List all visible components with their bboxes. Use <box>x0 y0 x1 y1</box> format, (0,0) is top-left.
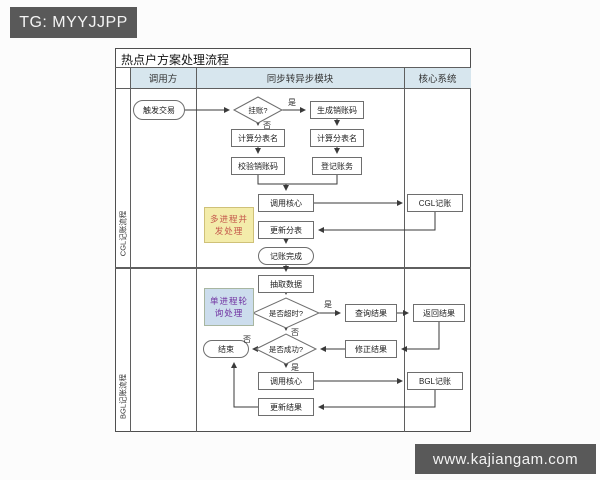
edge-label-no-timeout: 否 <box>291 328 299 337</box>
node-calc-subtable-right: 计算分表名 <box>310 129 364 147</box>
node-fix-result: 修正结果 <box>345 340 397 358</box>
node-trigger-transaction: 触发交易 <box>133 100 185 120</box>
column-header-caller: 调用方 <box>130 68 196 88</box>
bottom-watermark-badge: www.kajiangam.com <box>415 444 596 474</box>
lane-divider <box>115 267 471 269</box>
caller-column-line <box>196 67 197 432</box>
node-register-account: 登记账务 <box>312 157 362 175</box>
node-call-core-2: 调用核心 <box>258 372 314 390</box>
decision-pending-label: 挂账? <box>248 105 268 115</box>
edge-label-no-pending: 否 <box>263 121 271 130</box>
decision-timeout-label: 是否超时? <box>268 308 304 318</box>
note-singleprocess-polling: 单进程轮询处理 <box>204 288 254 326</box>
node-query-result: 查询结果 <box>345 304 397 322</box>
node-cgl-posting: CGL记账 <box>407 194 463 212</box>
decision-success-label: 是否成功? <box>268 344 304 354</box>
edge-label-yes-success: 是 <box>291 363 299 372</box>
node-generate-writeoff-code: 生成销账码 <box>310 101 364 119</box>
node-call-core-1: 调用核心 <box>258 194 314 212</box>
edge-label-yes-timeout: 是 <box>324 300 332 309</box>
decision-timeout-shape <box>251 297 321 329</box>
note-multiprocess-concurrent: 多进程并发处理 <box>204 207 254 243</box>
node-update-subtable: 更新分表 <box>258 221 314 239</box>
decision-success-shape <box>254 333 318 365</box>
edge-label-no-success: 否 <box>243 335 251 344</box>
decision-pending-shape <box>232 96 284 124</box>
header-divider <box>115 88 471 89</box>
node-return-result: 返回结果 <box>413 304 465 322</box>
node-posting-done: 记账完成 <box>258 247 314 265</box>
node-update-result: 更新结果 <box>258 398 314 416</box>
top-watermark-badge: TG: MYYJJPP <box>10 7 137 38</box>
column-header-core-system: 核心系统 <box>404 68 471 88</box>
lane-label-column-line <box>130 67 131 432</box>
core-column-line <box>404 67 405 432</box>
node-end: 结束 <box>203 340 249 358</box>
edge-label-yes-pending: 是 <box>288 98 296 107</box>
node-bgl-posting: BGL记账 <box>407 372 463 390</box>
title-divider <box>115 67 471 68</box>
column-header-sync-async-module: 同步转异步模块 <box>196 68 404 88</box>
diagram-title: 热点户方案处理流程 <box>121 53 230 67</box>
node-calc-subtable-left: 计算分表名 <box>231 129 285 147</box>
node-verify-writeoff-code: 校验销账码 <box>231 157 285 175</box>
node-extract-data: 抽取数据 <box>258 275 314 293</box>
